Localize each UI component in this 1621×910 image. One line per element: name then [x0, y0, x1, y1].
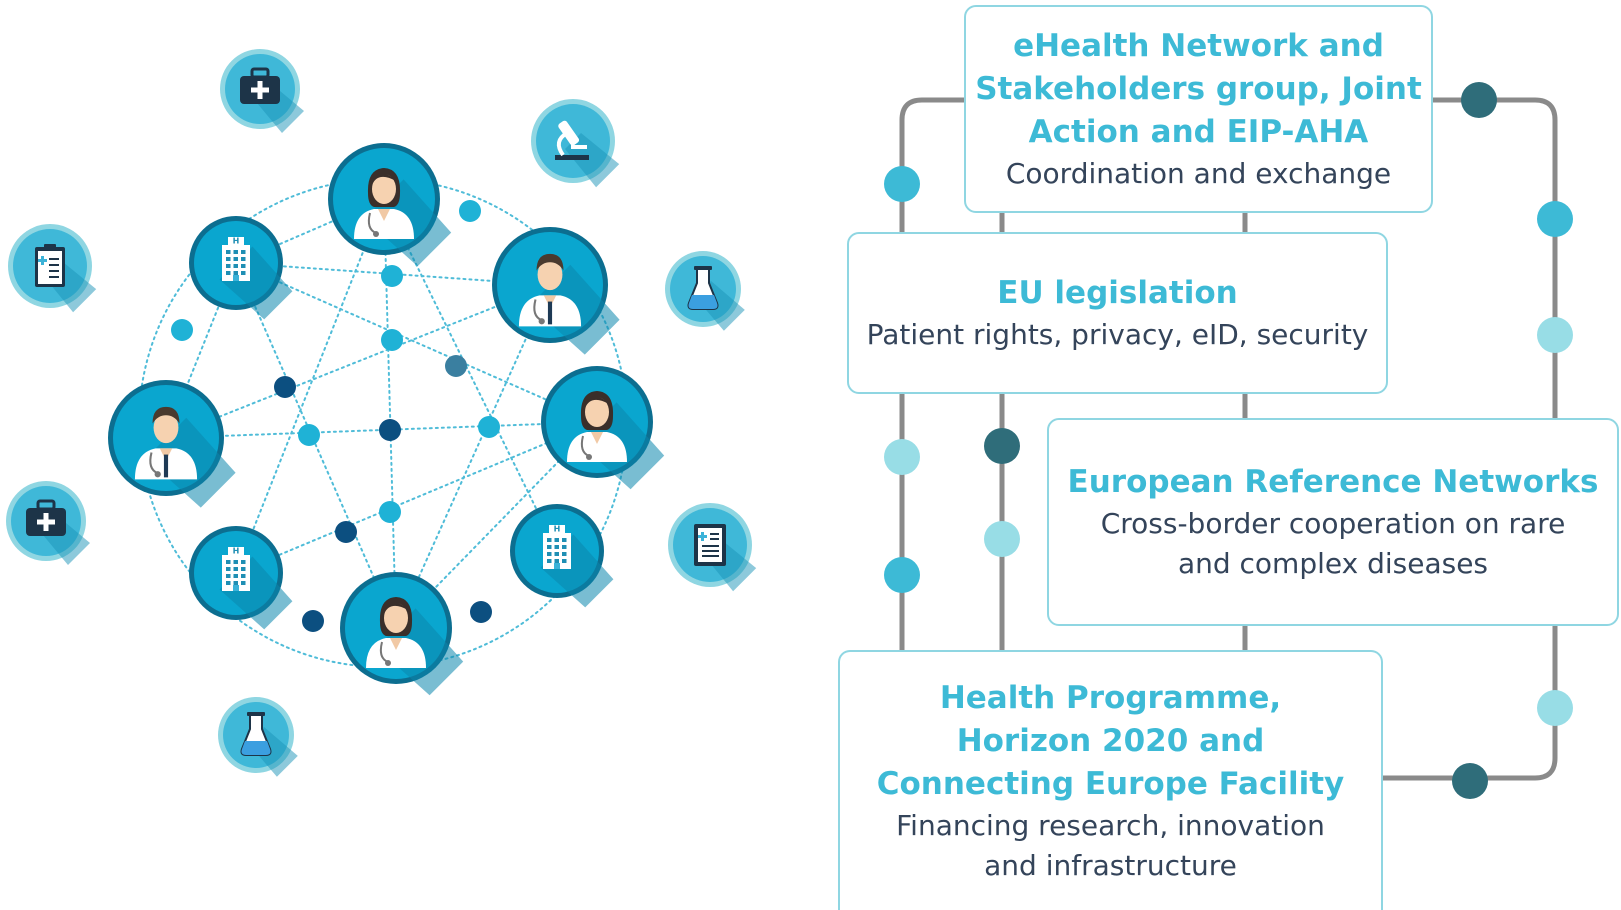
network-junction-dot [379, 501, 401, 523]
connector-dot [984, 521, 1020, 557]
satellite-medical-kit [220, 49, 304, 133]
svg-text:H: H [233, 237, 240, 246]
network-link [235, 421, 598, 574]
box-description: Financing research, innovation and infra… [896, 808, 1325, 882]
network-link [235, 262, 598, 423]
box-health-programme: Health Programme, Horizon 2020 and Conne… [838, 650, 1383, 910]
network-node-hospital: H [189, 216, 292, 319]
network-junction-dot [470, 601, 492, 623]
doctor-female-icon [366, 597, 426, 668]
connector-dot [884, 439, 920, 475]
medical-kit-icon [26, 499, 66, 536]
connector-dot [884, 166, 920, 202]
connector-dot [884, 557, 920, 593]
network-node-hospital: H [189, 526, 292, 629]
network-node-doctor-male [108, 380, 236, 508]
network-junction-dot [302, 610, 324, 632]
svg-text:H: H [233, 547, 240, 556]
network-junction-dot [379, 419, 401, 441]
svg-text:H: H [554, 525, 561, 534]
network-junction-dot [445, 355, 467, 377]
network-node-doctor-female [541, 366, 664, 489]
network-link [395, 284, 551, 629]
box-title: eHealth Network and Stakeholders group, … [975, 27, 1422, 150]
network-link [235, 262, 397, 629]
satellite-medical-kit [6, 481, 90, 565]
network-junction-dot [459, 200, 481, 222]
network-node-doctor-male [492, 227, 620, 355]
box-title: Health Programme, Horizon 2020 and Conne… [876, 679, 1345, 802]
flask-icon [687, 266, 719, 310]
clipboard-icon [35, 244, 65, 287]
connector-lines [884, 82, 1573, 799]
microscope-icon [555, 120, 589, 160]
doctor-female-icon [354, 168, 414, 239]
doctor-female-icon [567, 391, 627, 462]
medical-kit-icon [240, 67, 280, 104]
network-node-hospital: H [510, 504, 613, 607]
connector-dot [1452, 763, 1488, 799]
connector-dot [984, 428, 1020, 464]
doctor-male-icon [518, 253, 582, 327]
network-junction-dot [335, 521, 357, 543]
network-junction-dot [381, 265, 403, 287]
network-nodes: H H H [108, 143, 664, 695]
network-junction-dot [478, 416, 500, 438]
satellite-flask [665, 251, 745, 331]
network-node-doctor-female [340, 572, 463, 695]
network-junction-dot [298, 424, 320, 446]
hospital-icon: H [222, 547, 250, 591]
network-junction-dot [171, 319, 193, 341]
box-description: Cross-border cooperation on rare and com… [1100, 506, 1566, 580]
box-ehealth-network: eHealth Network and Stakeholders group, … [964, 5, 1433, 213]
box-description: Patient rights, privacy, eID, security [866, 317, 1369, 351]
box-eu-legislation: EU legislation Patient rights, privacy, … [847, 232, 1388, 394]
network-link [235, 198, 385, 574]
connector-dot [1537, 317, 1573, 353]
box-title: EU legislation [997, 274, 1238, 311]
network-junction-dot [274, 376, 296, 398]
doctor-male-icon [134, 406, 198, 480]
satellite-flask [218, 697, 298, 777]
satellite-microscope [531, 99, 620, 188]
satellite-clipboard [8, 224, 97, 313]
connector-dot [1461, 82, 1497, 118]
hospital-icon: H [543, 525, 571, 569]
network-link [165, 284, 551, 439]
connector-left-line [899, 97, 964, 650]
satellite-icons [6, 49, 757, 777]
document-icon [694, 524, 726, 566]
network-node-doctor-female [328, 143, 451, 266]
box-european-reference-networks: European Reference Networks Cross-border… [1047, 418, 1619, 626]
satellite-document [668, 503, 757, 592]
connector-dot [1537, 201, 1573, 237]
network-link [383, 198, 397, 629]
connector-dot [1537, 690, 1573, 726]
box-description: Coordination and exchange [1005, 156, 1392, 190]
flask-icon [240, 712, 272, 756]
hospital-icon: H [222, 237, 250, 281]
network-junction-dot [381, 329, 403, 351]
box-title: European Reference Networks [1067, 463, 1599, 500]
